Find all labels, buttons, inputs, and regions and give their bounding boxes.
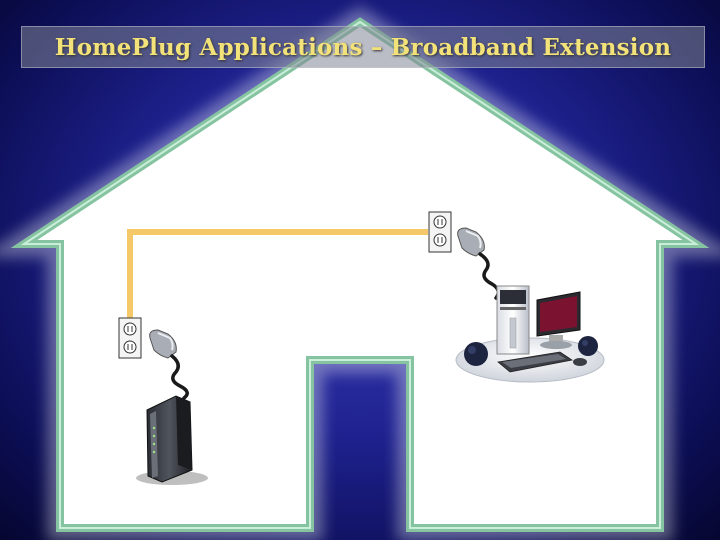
powerline-wire (127, 229, 428, 320)
desktop-computer (455, 285, 605, 383)
homeplug-adapter-left (149, 329, 189, 400)
house-outline (0, 6, 720, 540)
power-outlet-right (428, 211, 452, 253)
cable-modem (136, 395, 208, 485)
power-outlet-left (118, 317, 142, 359)
title-bar: HomePlug Applications – Broadband Extens… (21, 26, 705, 68)
page-title: HomePlug Applications – Broadband Extens… (54, 33, 672, 61)
